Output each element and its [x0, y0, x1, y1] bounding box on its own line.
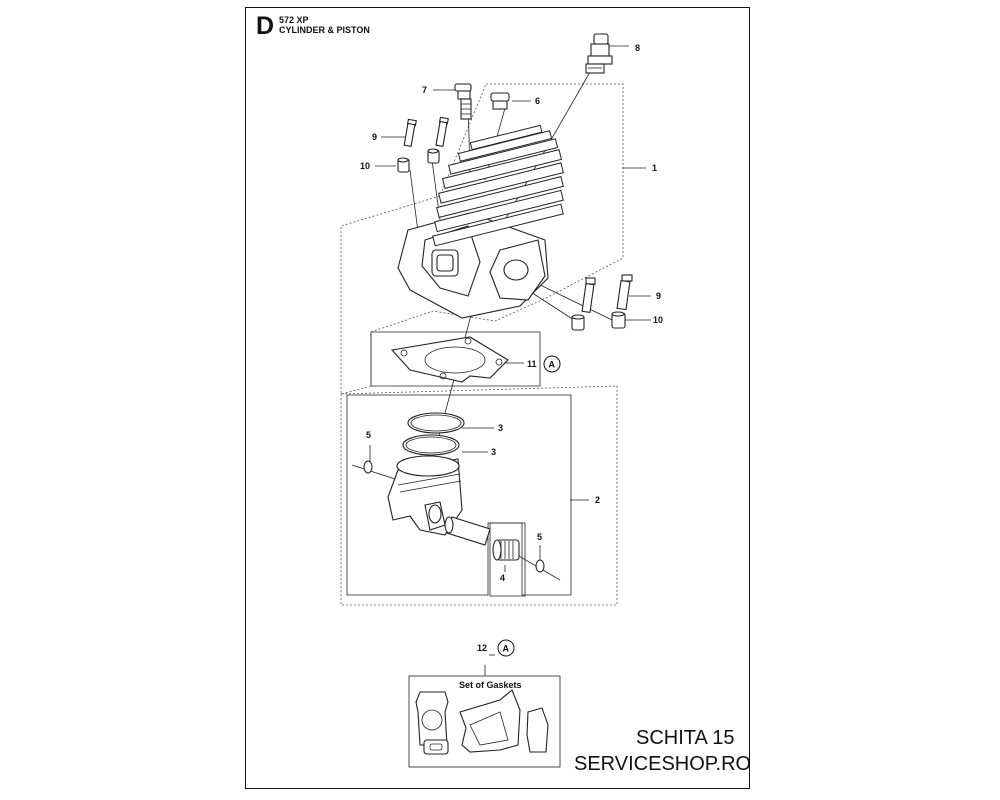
callout-3-top: 3 — [498, 423, 503, 433]
callout-5-right: 5 — [537, 532, 542, 542]
cylinder-part — [397, 124, 564, 319]
circlip-right — [535, 559, 545, 573]
cylinder-bolt-left-b — [435, 116, 449, 147]
gasket-marker-label: A — [549, 360, 556, 370]
gasket-marker-circle — [543, 355, 561, 373]
bearing-box — [489, 522, 526, 597]
callout-5-left: 5 — [366, 430, 371, 440]
callout-2: 2 — [595, 495, 600, 505]
kit-gasket-small — [423, 739, 449, 755]
callout-6: 6 — [535, 96, 540, 106]
cylinder-sleeve-left-b — [427, 148, 440, 164]
spark-plug-part — [585, 33, 613, 74]
callout-4: 4 — [500, 573, 505, 583]
callout-1: 1 — [652, 163, 657, 173]
piston-ring-bottom — [402, 434, 460, 456]
piston-ring-top — [407, 412, 465, 434]
cylinder-group-outline — [340, 83, 624, 395]
piston-pin-part — [444, 516, 491, 546]
cylinder-gasket-part — [390, 336, 509, 383]
callout-7: 7 — [422, 85, 427, 95]
model-name: 572 XP — [279, 15, 309, 25]
footer-sheet-label: SCHITA 15 — [636, 727, 735, 749]
cylinder-bolt-left-a — [403, 118, 417, 147]
callout-9-left: 9 — [372, 132, 377, 142]
footer-site-label: SERVICESHOP.RO — [574, 753, 752, 775]
callout-11: 11 — [527, 359, 537, 369]
cylinder-bolt-right-b — [616, 274, 633, 311]
kit-gasket-cylinder — [415, 691, 449, 746]
callout-9-right: 9 — [656, 291, 661, 301]
gasket-kit-box — [408, 675, 561, 768]
piston-part — [387, 455, 463, 536]
callout-8: 8 — [635, 43, 640, 53]
page-frame — [245, 7, 750, 789]
cylinder-sleeve-right-a — [571, 314, 585, 331]
cylinder-plug-part — [490, 92, 510, 110]
kit-gasket-side — [526, 707, 549, 753]
callout-10-right: 10 — [653, 315, 663, 325]
diagram-title: CYLINDER & PISTON — [279, 25, 370, 35]
cylinder-sleeve-right-b — [611, 311, 626, 329]
cylinder-sleeve-left-a — [397, 157, 410, 173]
gasket-box — [370, 331, 541, 387]
section-letter: D — [256, 12, 275, 40]
cylinder-bolt-right-a — [581, 277, 596, 314]
circlip-left — [363, 460, 373, 474]
needle-bearing-part — [492, 539, 520, 561]
piston-group-outline — [340, 385, 618, 606]
callout-10-left: 10 — [360, 161, 370, 171]
decompression-valve-part — [454, 83, 472, 120]
kit-gasket-crankcase — [459, 689, 521, 753]
kit-marker-label: A — [503, 644, 510, 654]
kit-marker-circle — [497, 639, 515, 657]
callout-3-bottom: 3 — [491, 447, 496, 457]
callout-12: 12 — [477, 643, 487, 653]
kit-box-title: Set of Gaskets — [459, 680, 522, 690]
